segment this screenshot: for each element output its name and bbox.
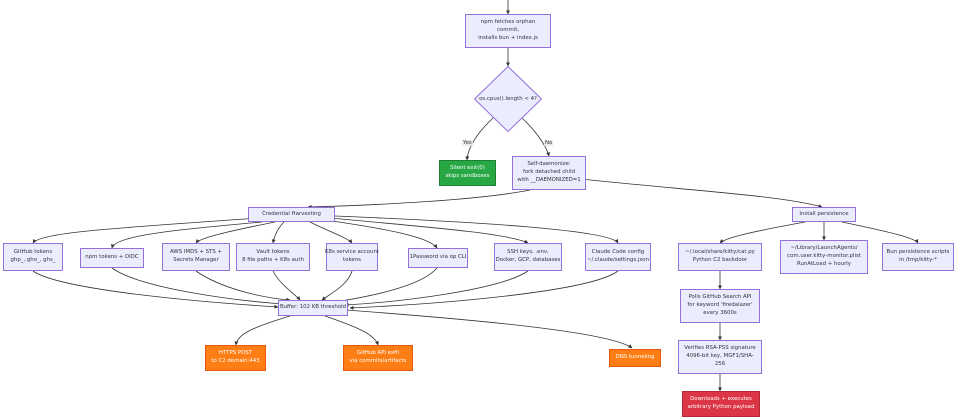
node-text-line: RunAtLoad + hourly (797, 260, 851, 267)
edge-label-no: No (544, 140, 554, 146)
node-text-line: installs bun + index.js (478, 34, 538, 41)
edge-daemon-to-cred (307, 189, 531, 209)
node-text-line: 4096-bit key, MGF1/SHA- (686, 353, 754, 360)
node-text-line: ~/.claude/settings.json (587, 257, 650, 263)
node-text-line: 256 (714, 360, 726, 367)
node-1password: 1Password via op CLI (408, 248, 468, 268)
node-text-line: DNS tunneling (615, 354, 655, 361)
edge-github-to-buffer (32, 270, 279, 309)
edge-cred-to-claude (334, 215, 619, 244)
edge-cpu-to-exit (465, 115, 496, 161)
edge-ssh-to-buffer (344, 270, 529, 307)
node-text-line: Verifies RSA-PSS signature (684, 345, 756, 352)
edge-cred-to-aws (195, 221, 276, 244)
node-cpu-check: os.cpus().length < 4? (474, 66, 542, 132)
edge-persist-to-kitty (719, 221, 806, 244)
edge-cred-to-1password (324, 219, 438, 249)
edge-cred-to-github (32, 217, 259, 244)
edge-1pw-to-buffer (334, 267, 438, 304)
node-text-line: Vault tokens (256, 249, 290, 256)
node-text-line: npm tokens + OIDC (85, 254, 139, 261)
node-text-line: Silent exit(0) (450, 165, 485, 172)
node-text-line: Credential Harvesting (262, 210, 321, 217)
edge-npm-to-buffer (111, 267, 283, 306)
edge-cpu-to-daemonize (519, 115, 550, 157)
node-text-line: Secrets Manager (173, 257, 219, 263)
node-text-line: com.user.kitty-monitor.plist (787, 253, 861, 260)
node-dns-tunneling: DNS tunneling (609, 349, 661, 367)
edge-cred-to-k8s (309, 221, 353, 244)
node-launch-agent: ~/Library/LaunchAgents/com.user.kitty-mo… (780, 240, 868, 274)
node-aws-imds: AWS IMDS + STS +Secrets Manager (162, 243, 230, 271)
node-text-line: via commits/artifacts (349, 358, 407, 364)
edge-label-yes: Yes (462, 140, 473, 146)
edge-aws-to-buffer (195, 270, 291, 302)
node-text-line: Docker, GCP, databases (495, 257, 561, 263)
edge-claude-to-buffer (349, 270, 619, 310)
cpu-check-label: os.cpus().length < 4? (479, 96, 537, 102)
node-text-line: Claude Code config (591, 249, 645, 256)
node-text-line: commit, (496, 27, 520, 34)
edge-buffer-to-dns (345, 309, 633, 349)
node-text-line: in /tmp/kitty-* (899, 257, 937, 263)
node-text-line: skips sandboxes (445, 173, 490, 179)
edge-cred-to-npm (110, 221, 263, 249)
node-buffer: Buffer: 102 KB threshold (278, 300, 348, 316)
node-text-line: tokens (343, 257, 361, 263)
node-text-line: SSH keys, .env, (507, 249, 549, 256)
node-text-line: 1Password via op CLI (409, 254, 467, 261)
node-text-line: ghp_, gho_, ghs_ (10, 257, 56, 263)
node-text-line: Downloads + executes (690, 396, 752, 403)
node-text-line: arbitrary Python payload (687, 404, 755, 410)
edge-daemon-to-persist (571, 177, 823, 208)
node-text-line: K8s service account (325, 249, 379, 256)
edge-buffer-to-ghapi (324, 315, 379, 346)
node-text-line: AWS IMDS + STS + (170, 249, 222, 256)
node-claude-config: Claude Code config~/.claude/settings.jso… (585, 243, 651, 271)
node-install-persistence: Install persistence (792, 207, 856, 222)
node-npm-tokens: npm tokens + OIDC (80, 248, 144, 268)
node-text-line: every 3600s (703, 309, 737, 316)
node-text-line: GitHub tokens (13, 249, 53, 256)
node-text-line: with __DAEMONIZED=1 (517, 176, 581, 183)
node-text-line: Self-daemonize: (527, 161, 571, 168)
node-text-line: to C2 domain:443 (211, 358, 260, 364)
node-text-line: GitHub API exfil (357, 350, 399, 357)
node-ssh-keys: SSH keys, .env,Docker, GCP, databases (494, 243, 562, 271)
node-text-line: fork detached child (522, 169, 576, 176)
node-text-line: npm fetches orphan (480, 19, 536, 26)
edge-vault-to-buffer (272, 270, 301, 301)
node-text-line: HTTPS POST (218, 350, 253, 357)
node-text-line: ~/.local/share/kitty/cat.py (685, 249, 755, 256)
node-text-line: Install persistence (799, 210, 849, 217)
edge-cred-to-ssh (329, 217, 529, 244)
node-text-line: Buffer: 102 KB threshold (279, 304, 347, 311)
node-text-line: 8 file paths + K8s auth (242, 257, 304, 263)
node-text-line: for keyword 'firedalazer' (687, 302, 753, 309)
edge-persist-to-bun (841, 221, 919, 244)
node-text-line: Bun persistence scripts (886, 249, 950, 256)
node-text-line: Polls GitHub Search API (688, 294, 752, 301)
edge-k8s-to-buffer (321, 270, 353, 301)
node-credential-harvesting: Credential Harvesting (248, 207, 335, 222)
node-silent-exit: Silent exit(0)skips sandboxes (439, 160, 496, 186)
edge-buffer-to-https (234, 315, 291, 346)
decision-diamond (474, 66, 542, 132)
node-text-line: Python C2 backdoor (692, 257, 748, 263)
node-text-line: ~/Library/LaunchAgents/ (790, 245, 858, 252)
edge-cred-to-vault (271, 221, 285, 244)
